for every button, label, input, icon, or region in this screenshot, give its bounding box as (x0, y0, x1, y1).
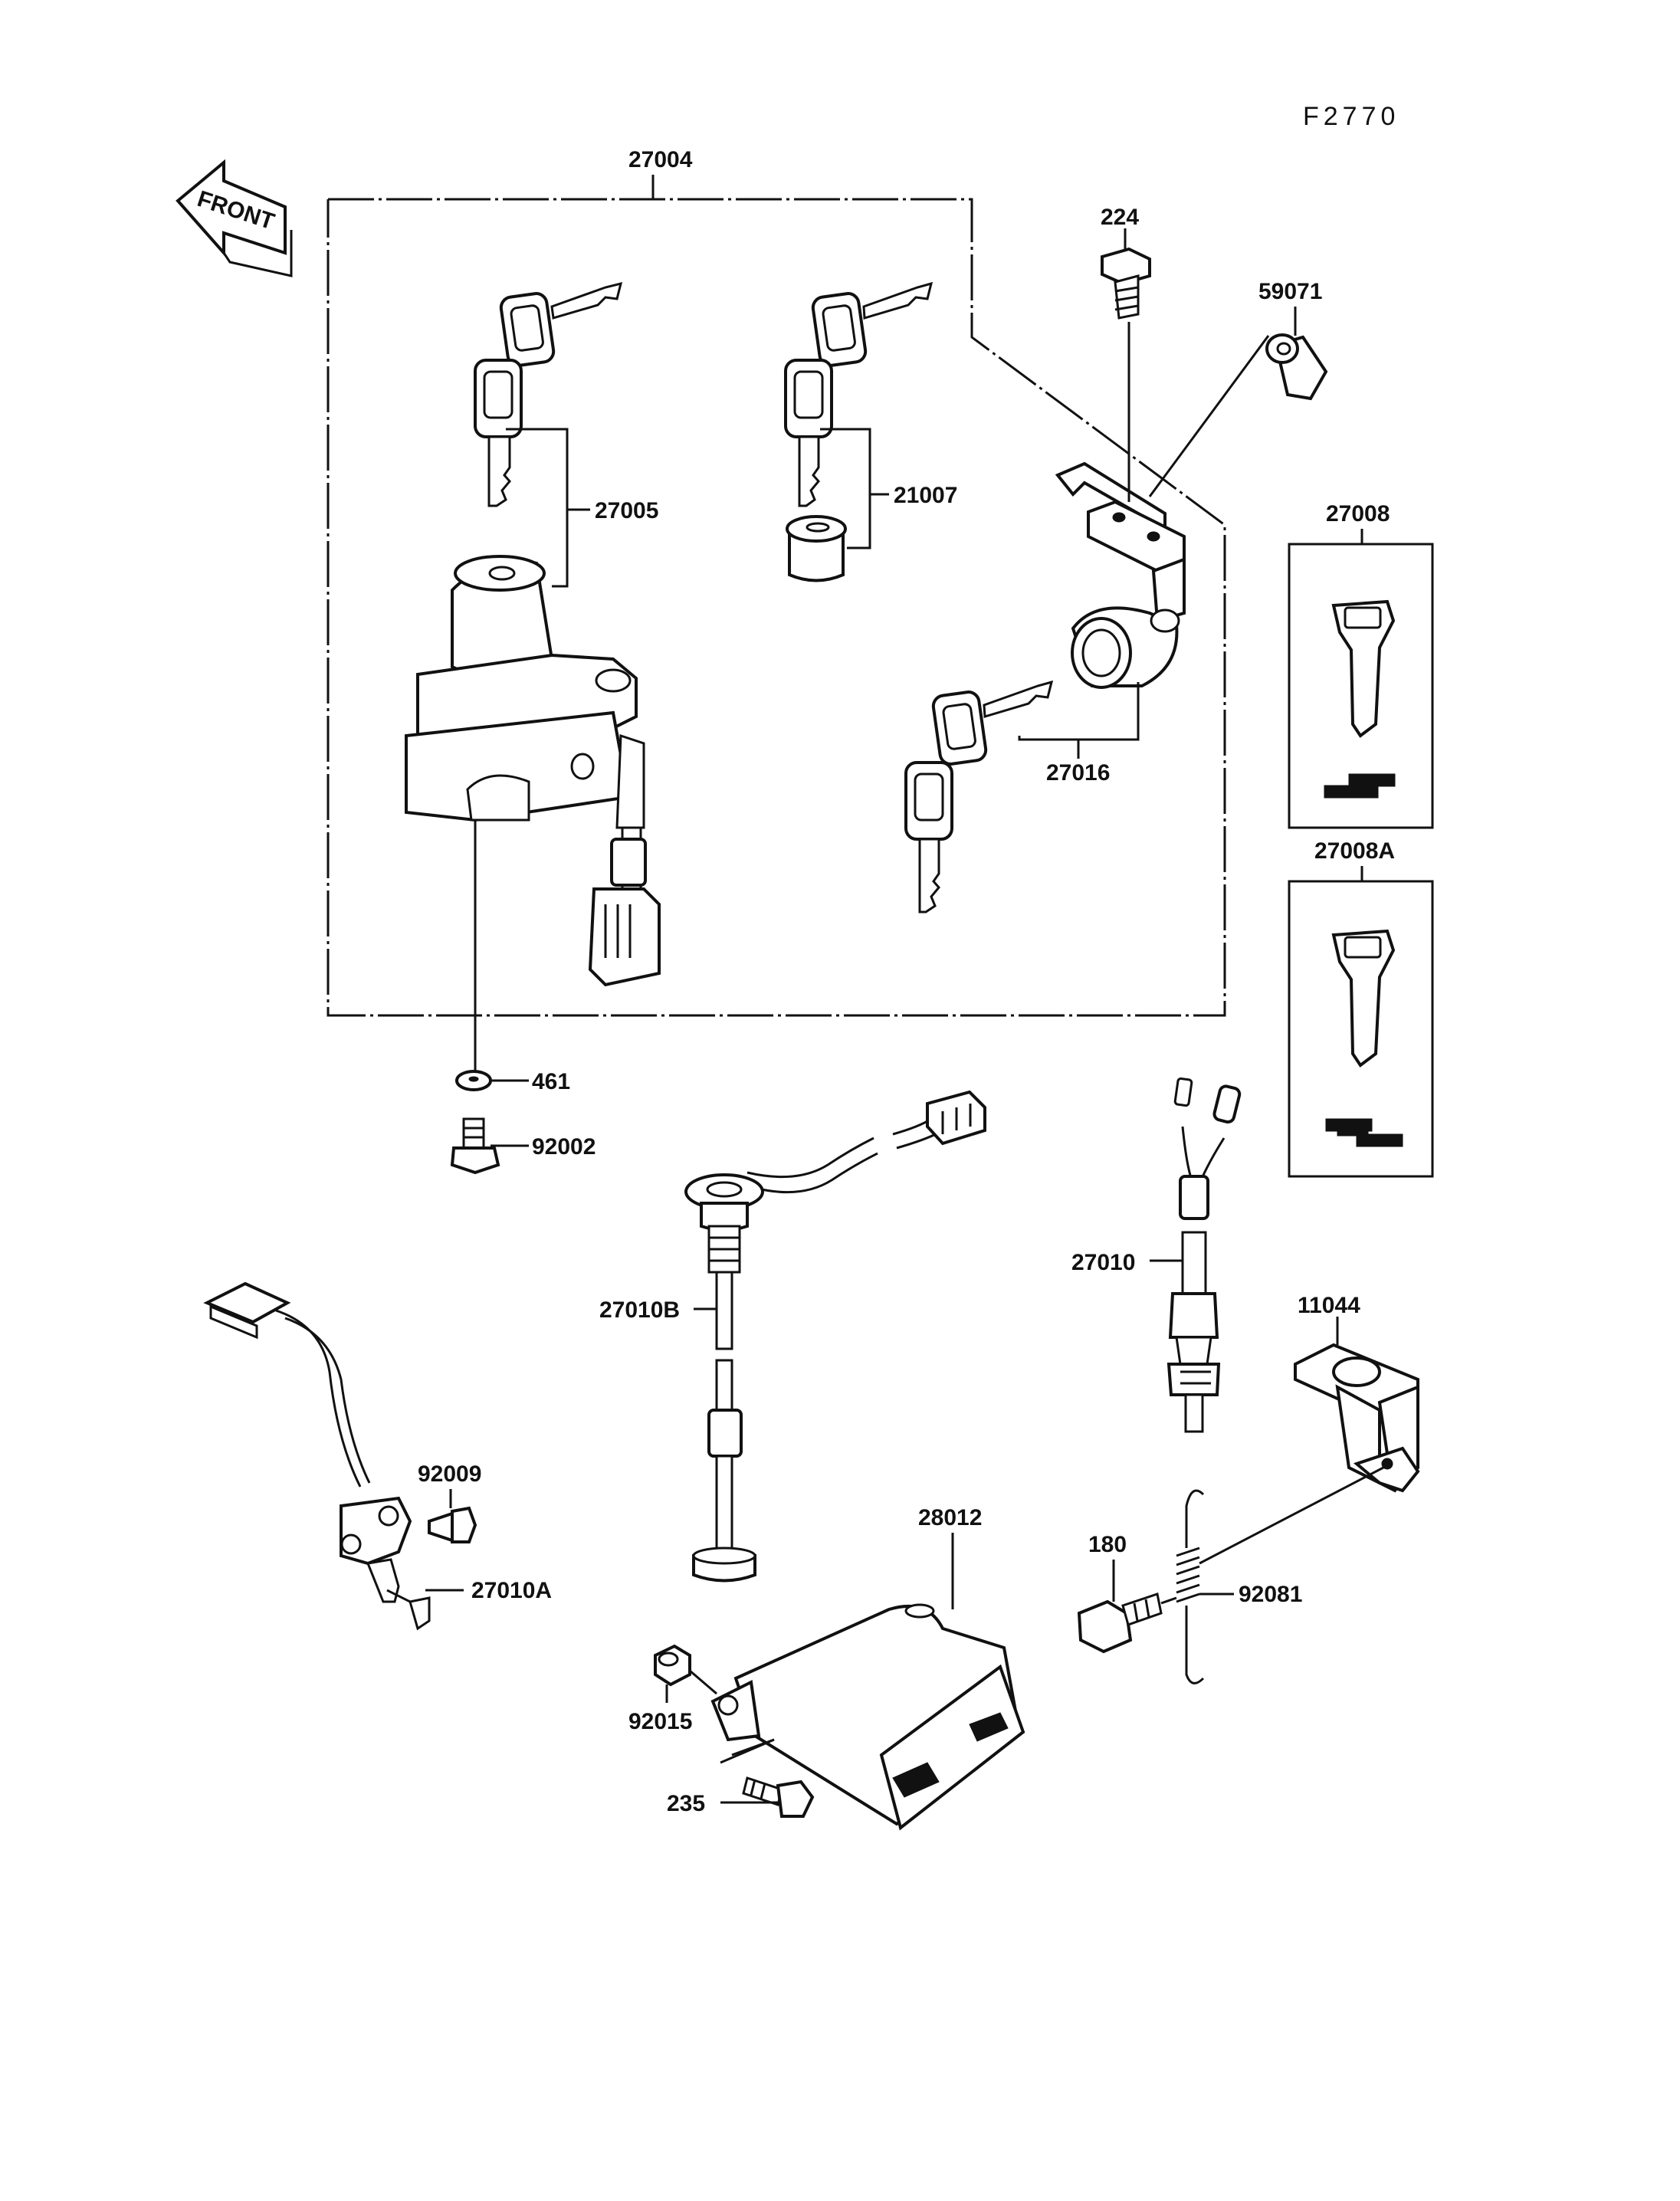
label-27004: 27004 (628, 147, 693, 172)
sensor-27010 (1166, 1077, 1242, 1433)
key-set-27016 (904, 680, 1054, 914)
lock-cylinder-21007 (786, 515, 847, 582)
label-28012: 28012 (918, 1505, 982, 1530)
bolt-224 (1101, 247, 1151, 320)
label-92081: 92081 (1239, 1582, 1302, 1607)
blank-key-27008 (1288, 529, 1434, 829)
bolt-180 (1077, 1593, 1177, 1654)
cap-59071 (1265, 333, 1328, 401)
steering-lock-bracket (1055, 461, 1186, 623)
sensor-27010B (684, 1090, 986, 1583)
label-92009: 92009 (418, 1461, 481, 1487)
nut-92015 (654, 1644, 691, 1687)
bracket-11044 (1294, 1343, 1420, 1493)
label-461: 461 (532, 1069, 570, 1094)
label-27010A: 27010A (471, 1578, 552, 1603)
label-21007: 21007 (894, 483, 957, 508)
steering-lock-cylinder (1071, 606, 1180, 689)
label-27010B: 27010B (599, 1297, 680, 1323)
kit-box-27004: 27004 (326, 147, 1226, 1017)
blank-key-27008A (1288, 866, 1434, 1178)
ignition-connector (588, 828, 661, 987)
label-224: 224 (1101, 205, 1139, 230)
bolt-235 (742, 1776, 815, 1818)
neutral-switch-27010A (203, 1281, 431, 1631)
label-27005: 27005 (595, 498, 658, 523)
label-59071: 59071 (1258, 279, 1322, 304)
label-27008A: 27008A (1314, 838, 1395, 864)
label-92015: 92015 (628, 1709, 692, 1734)
front-arrow-icon: FRONT (176, 159, 293, 277)
washer-461 (455, 1070, 492, 1091)
ignition-switch (405, 555, 645, 829)
label-27008: 27008 (1326, 501, 1390, 526)
spring-92081 (1176, 1489, 1205, 1684)
label-92002: 92002 (532, 1134, 596, 1160)
diagram-code: F2770 (1303, 102, 1399, 131)
key-set-21007 (784, 281, 934, 507)
label-11044: 11044 (1298, 1293, 1360, 1318)
key-set-27005 (474, 281, 623, 507)
label-235: 235 (667, 1791, 705, 1816)
label-27010: 27010 (1071, 1250, 1135, 1275)
screw-92009 (428, 1506, 477, 1543)
label-27016: 27016 (1046, 760, 1110, 786)
bolt-92002 (450, 1117, 500, 1175)
label-180: 180 (1088, 1532, 1127, 1557)
tail-light-28012 (710, 1603, 1025, 1831)
